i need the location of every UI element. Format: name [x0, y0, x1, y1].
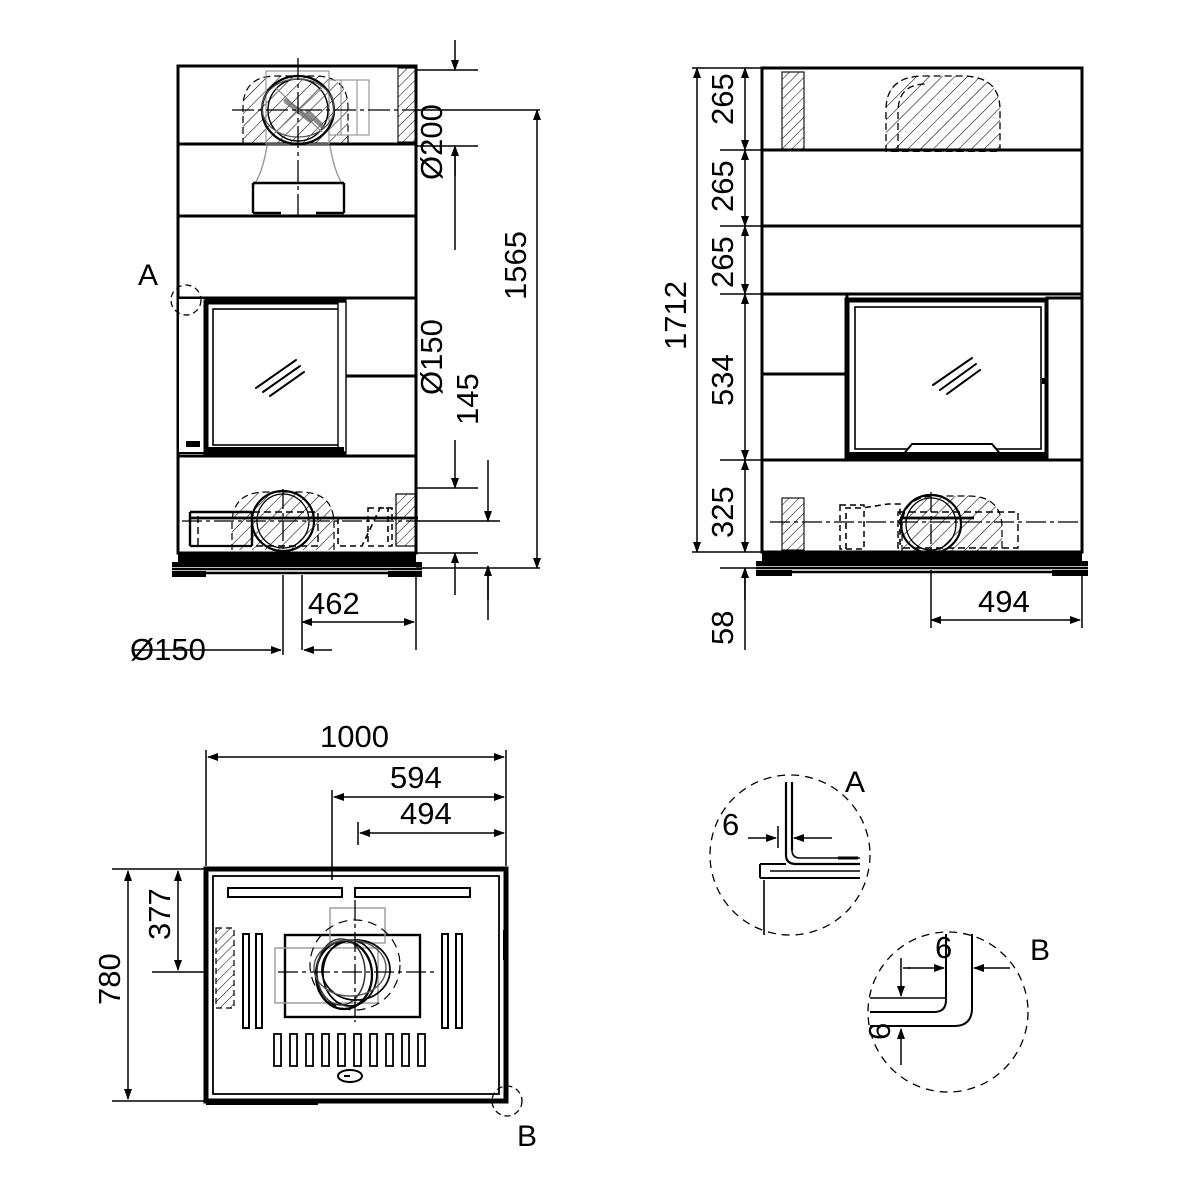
dim-label-58: 58 — [705, 611, 740, 645]
plan-hatched-wall — [215, 927, 235, 1009]
dim-label-dia150-plan: Ø150 — [130, 632, 206, 667]
dim-label-dia150: Ø150 — [414, 319, 449, 395]
plan-bottom-lip — [206, 1101, 318, 1105]
dim-label-265-c: 265 — [705, 236, 740, 288]
dim-label-494-plan: 494 — [400, 796, 452, 831]
detail-b-dim-h-label: 6 — [935, 930, 952, 965]
plan-right-tab — [503, 930, 508, 960]
dim-label-377: 377 — [142, 888, 177, 940]
detail-marker-a-left: A — [138, 259, 202, 316]
dim-label-265-a: 265 — [705, 73, 740, 125]
detail-a-circle — [709, 774, 871, 936]
left-air-duct — [182, 489, 420, 560]
right-flue-lump — [781, 71, 1001, 152]
plan-knob-icon — [337, 1069, 363, 1083]
dim-label-1565: 1565 — [498, 231, 533, 300]
right-firebox-door — [760, 292, 1084, 462]
detail-marker-b-plan: B — [491, 1085, 537, 1153]
dim-label-325: 325 — [705, 486, 740, 538]
glass-glint-icon-right — [932, 357, 981, 395]
left-firebox-door — [177, 296, 418, 458]
detail-a-dim-label: 6 — [722, 807, 739, 842]
plan-top-slots — [227, 887, 471, 898]
right-plinth — [756, 552, 1088, 576]
plan-dimension-labels: 1000 594 494 780 377 — [92, 719, 452, 1005]
detail-b-circle — [867, 931, 1029, 1093]
detail-b-title: B — [1030, 934, 1050, 967]
detail-a-title: A — [845, 766, 865, 799]
left-dimensions — [134, 40, 541, 655]
detail-view-b: 6 6 B — [862, 930, 1050, 1093]
view-front-left: A — [138, 58, 422, 577]
plan-bottom-slots — [273, 1033, 426, 1067]
glass-glint-icon — [255, 359, 305, 397]
dim-label-780: 780 — [92, 953, 127, 1005]
right-dimension-labels: 265 265 265 534 325 58 1712 494 — [658, 73, 1030, 645]
left-plinth — [172, 553, 422, 577]
dim-label-462: 462 — [308, 586, 360, 621]
view-plan: B — [203, 866, 537, 1153]
right-air-duct — [770, 492, 1080, 558]
dim-label-594: 594 — [390, 760, 442, 795]
dim-label-534: 534 — [705, 354, 740, 406]
detail-b-marker-label: B — [517, 1120, 537, 1153]
view-front-right — [756, 66, 1088, 576]
left-flue-assembly — [232, 58, 420, 216]
left-dimension-labels: Ø200 1565 Ø150 145 462 Ø150 — [130, 104, 533, 667]
plan-side-slots — [242, 933, 463, 1029]
dim-label-1000: 1000 — [320, 719, 389, 754]
detail-b-dim-v-label: 6 — [862, 1023, 897, 1040]
plan-flue-assembly — [274, 900, 436, 1022]
detail-view-a: 6 A — [709, 766, 871, 936]
left-hatched-block — [397, 67, 417, 143]
right-dimensions — [692, 67, 1083, 650]
dim-label-145: 145 — [450, 373, 485, 425]
plan-dimensions — [112, 750, 507, 1102]
detail-a-label: A — [138, 259, 158, 292]
dim-label-1712: 1712 — [658, 281, 693, 350]
dim-label-494-elev: 494 — [978, 584, 1030, 619]
dim-label-265-b: 265 — [705, 160, 740, 212]
dim-label-dia200: Ø200 — [414, 104, 449, 180]
